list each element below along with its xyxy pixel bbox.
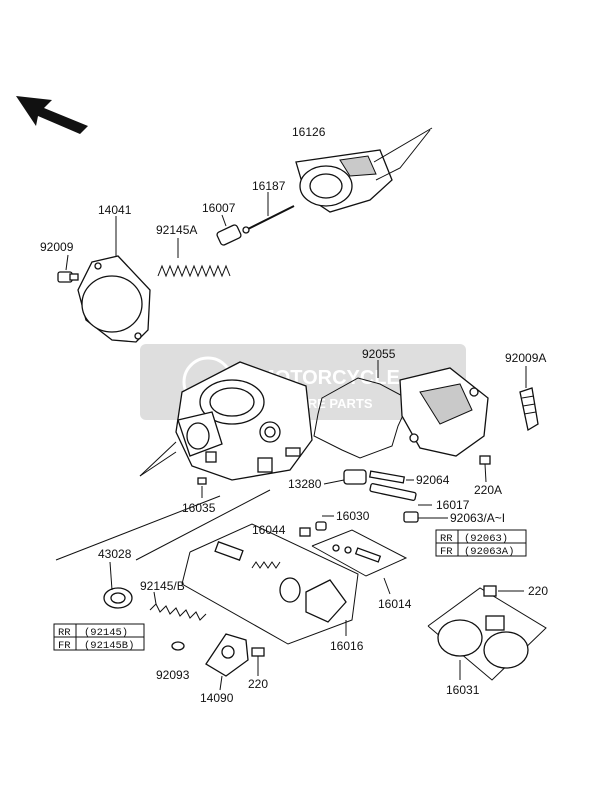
label-16017: 16017 xyxy=(436,498,470,512)
label-16126: 16126 xyxy=(292,125,326,139)
screw-220-lower xyxy=(251,647,265,676)
label-16031: 16031 xyxy=(446,683,480,697)
main-jet-92063 xyxy=(403,511,419,523)
label-92055: 92055 xyxy=(362,347,396,361)
label-92093: 92093 xyxy=(156,668,190,682)
variant-table-right: RR (92063) FR (92063A) xyxy=(435,529,527,558)
variant-table-left: RR (92145) FR (92145B) xyxy=(53,623,145,652)
screw-16035 xyxy=(197,477,207,485)
jet-needle-16187 xyxy=(242,205,295,234)
screw-92009 xyxy=(57,271,79,283)
diaphragm-16126 xyxy=(295,149,393,213)
label-16035: 16035 xyxy=(182,501,216,515)
right-table-part-1: (92063) xyxy=(464,533,508,545)
screw-220A xyxy=(479,455,491,483)
label-92009: 92009 xyxy=(40,240,74,254)
gasket-92055 xyxy=(313,377,411,459)
left-table-part-1: (92145) xyxy=(84,627,128,639)
top-cover-14041 xyxy=(77,255,151,343)
starter-plunger-kit-16016 xyxy=(181,523,359,645)
label-16187: 16187 xyxy=(252,179,286,193)
screw-92009A xyxy=(519,387,539,432)
left-table-model-2: FR xyxy=(58,640,71,652)
spring-92145B xyxy=(149,603,207,621)
left-table-model-1: RR xyxy=(58,627,71,639)
label-16016: 16016 xyxy=(330,639,364,653)
label-14090: 14090 xyxy=(200,691,234,705)
needle-holder-16007 xyxy=(216,224,242,246)
label-220A: 220A xyxy=(474,483,502,497)
spring-92145A xyxy=(157,264,231,278)
right-table-model-2: FR xyxy=(440,546,453,558)
label-16030: 16030 xyxy=(336,509,370,523)
label-43028: 43028 xyxy=(98,547,132,561)
label-92145B: 92145/B xyxy=(140,579,185,593)
starter-jet-13280 xyxy=(323,469,367,485)
label-13280: 13280 xyxy=(288,477,322,491)
cover-14090 xyxy=(205,633,249,677)
screw-16030 xyxy=(315,521,327,531)
pilot-screw-kit-16014 xyxy=(311,529,408,577)
label-16007: 16007 xyxy=(202,201,236,215)
left-table-part-2: (92145B) xyxy=(84,640,134,652)
carburetor-body xyxy=(175,361,313,481)
label-220-right: 220 xyxy=(528,584,548,598)
label-16014: 16014 xyxy=(378,597,412,611)
label-92063: 92063/A~I xyxy=(450,511,505,525)
right-table-part-2: (92063A) xyxy=(464,546,514,558)
o-ring-92093 xyxy=(171,641,185,651)
front-direction-arrow-icon xyxy=(16,96,88,134)
label-92064: 92064 xyxy=(416,473,450,487)
float-16031 xyxy=(427,587,547,681)
label-16044: 16044 xyxy=(252,523,286,537)
label-14041: 14041 xyxy=(98,203,132,217)
label-92009A: 92009A xyxy=(505,351,546,365)
right-table-model-1: RR xyxy=(440,533,453,545)
screw-220-right xyxy=(483,585,497,597)
spring-16044 xyxy=(299,527,311,537)
pilot-jet-92064 xyxy=(368,470,406,484)
label-220-lower: 220 xyxy=(248,677,268,691)
label-92145A: 92145A xyxy=(156,223,197,237)
float-chamber xyxy=(399,367,489,457)
diaphragm-43028 xyxy=(103,587,133,609)
needle-jet-16017 xyxy=(369,483,417,501)
